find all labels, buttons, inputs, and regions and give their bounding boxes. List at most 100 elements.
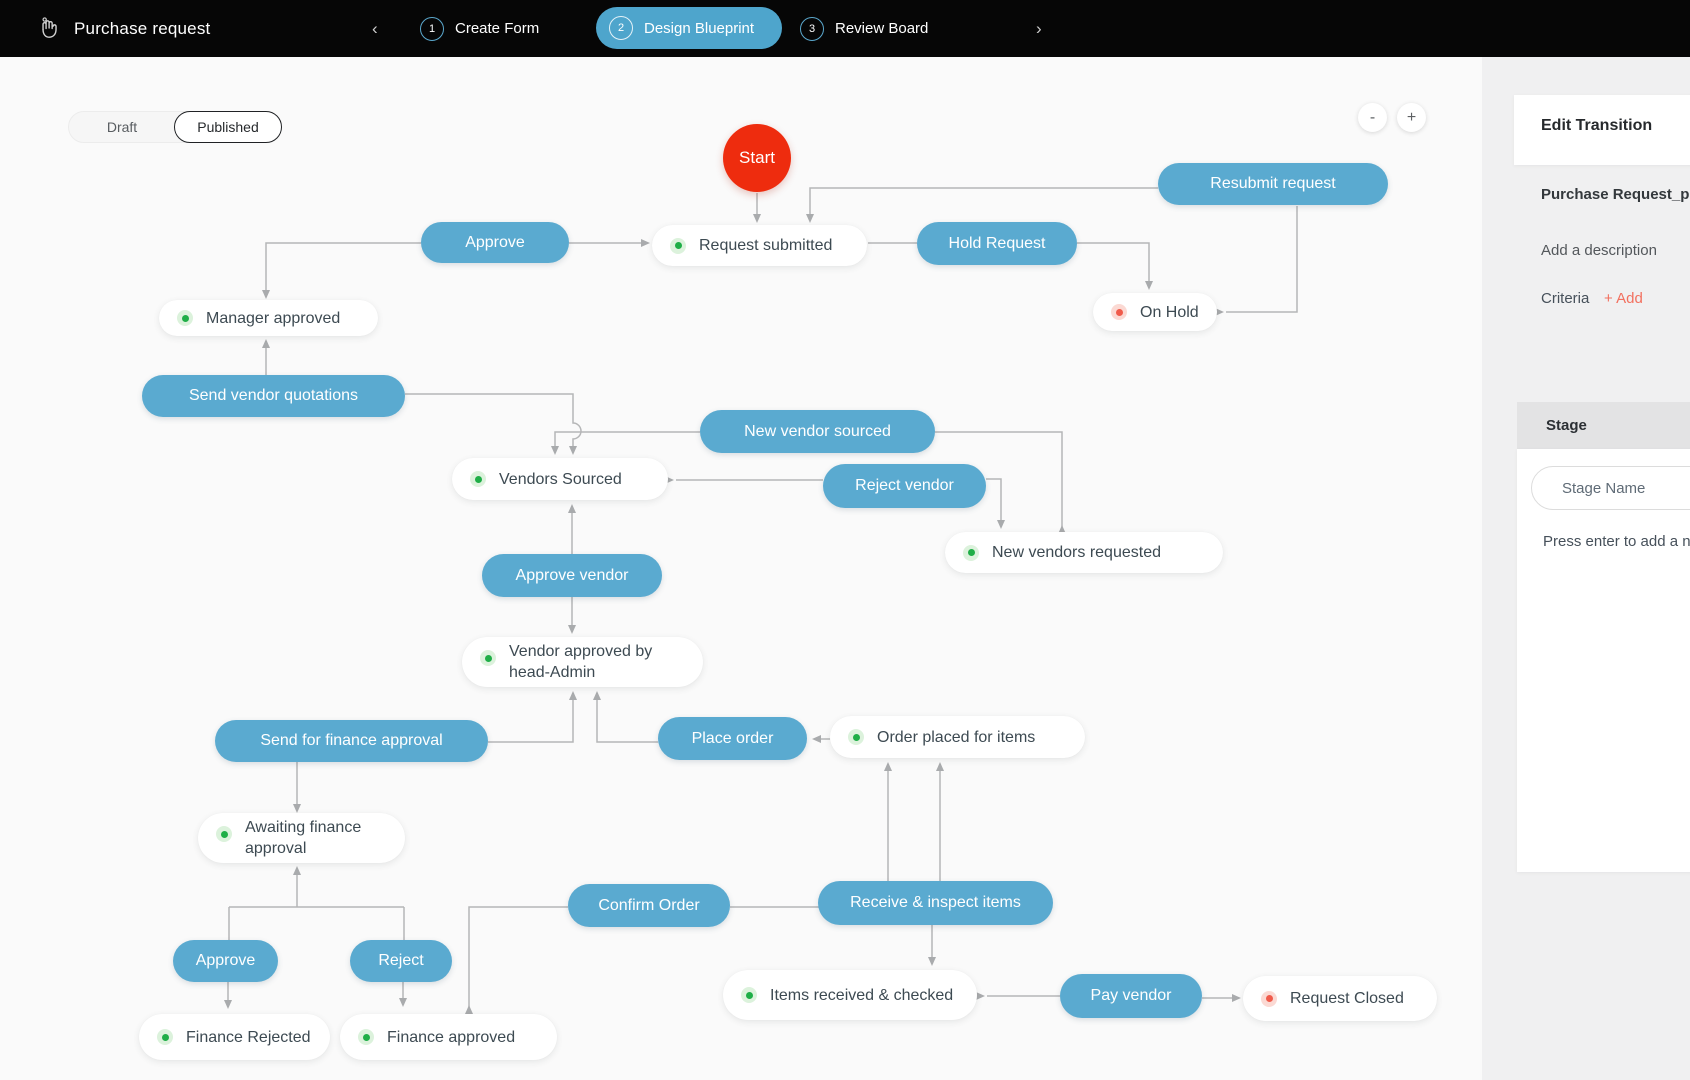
state-on-hold[interactable]: On Hold [1093, 293, 1217, 331]
transition-label: Place order [691, 729, 774, 747]
state-label: Order placed for items [877, 728, 1036, 746]
stage-hint-text: Press enter to add a n [1543, 533, 1690, 550]
step-2-label: Design Blueprint [644, 19, 755, 37]
state-label: Request submitted [699, 237, 833, 254]
transition-name[interactable]: Purchase Request_pr [1541, 186, 1690, 203]
state-order-placed-for-items[interactable]: Order placed for items [830, 716, 1085, 758]
toggle-published[interactable]: Published [174, 111, 282, 143]
transition-label: Approve vendor [515, 566, 629, 584]
state-label: Request Closed [1290, 990, 1404, 1007]
transition-reject-vendor[interactable]: Reject vendor [823, 464, 986, 508]
stage-name-input[interactable]: Stage Name [1531, 466, 1690, 510]
transition-approve-finance[interactable]: Approve [173, 940, 278, 982]
state-dot-red [1111, 304, 1127, 320]
draft-published-toggle: Draft Published [68, 111, 282, 143]
panel-header-card: Edit Transition [1514, 95, 1690, 165]
state-label: Vendors Sourced [499, 470, 622, 488]
start-node-label: Start [739, 148, 775, 167]
transition-confirm-order[interactable]: Confirm Order [568, 884, 730, 927]
transition-receive-inspect-items[interactable]: Receive & inspect items [818, 881, 1053, 925]
stage-card: Stage Name Press enter to add a n [1517, 449, 1690, 872]
state-vendors-sourced[interactable]: Vendors Sourced [452, 458, 668, 500]
step-create-form[interactable]: 1 Create Form [420, 0, 539, 57]
zoom-in-button[interactable]: + [1397, 103, 1426, 132]
transition-reject-finance[interactable]: Reject [350, 940, 452, 982]
toggle-draft-label: Draft [106, 119, 138, 135]
transition-label: Resubmit request [1210, 175, 1336, 192]
transition-new-vendor-sourced[interactable]: New vendor sourced [700, 410, 935, 453]
transition-label: Send for finance approval [260, 732, 443, 749]
panel-title: Edit Transition [1541, 117, 1653, 134]
state-dot-green [157, 1029, 173, 1045]
transition-label: Pay vendor [1090, 987, 1172, 1004]
transition-label: Approve [465, 233, 525, 251]
transition-label: Send vendor quotations [188, 387, 358, 404]
criteria-add-button[interactable]: + Add [1604, 290, 1643, 307]
criteria-label: Criteria [1541, 290, 1590, 307]
transition-place-order[interactable]: Place order [658, 717, 807, 760]
step-review-board[interactable]: 3 Review Board [800, 0, 928, 57]
state-request-closed[interactable]: Request Closed [1243, 976, 1437, 1021]
state-label: Finance Rejected [186, 1028, 311, 1046]
plus-icon: + [1406, 108, 1417, 126]
transition-label: New vendor sourced [744, 422, 891, 440]
state-finance-approved[interactable]: Finance approved [340, 1014, 557, 1060]
toggle-published-label: Published [197, 119, 259, 135]
state-dot-green [848, 729, 864, 745]
state-label: New vendors requested [992, 544, 1161, 561]
app-title: Purchase request [74, 18, 211, 38]
step-1-number: 1 [420, 16, 444, 41]
transition-hold-request[interactable]: Hold Request [917, 222, 1077, 265]
state-request-submitted[interactable]: Request submitted [652, 225, 867, 266]
zoom-out-button[interactable]: - [1358, 103, 1387, 132]
state-dot-green [177, 310, 193, 326]
transition-approve[interactable]: Approve [421, 222, 569, 263]
step-3-number: 3 [800, 16, 824, 41]
stage-section-label: Stage [1546, 417, 1587, 434]
app-logo-icon [42, 17, 57, 38]
transition-send-for-finance-approval[interactable]: Send for finance approval [215, 720, 488, 762]
state-dot-green [470, 471, 486, 487]
transition-pay-vendor[interactable]: Pay vendor [1060, 974, 1202, 1018]
edit-transition-panel: Edit Transition Purchase Request_pr Add … [1482, 57, 1690, 1080]
transition-label: Confirm Order [598, 896, 700, 914]
state-dot-red [1261, 990, 1277, 1007]
minus-icon: - [1369, 108, 1376, 126]
state-dot-green [670, 237, 686, 254]
description-field[interactable]: Add a description [1541, 242, 1657, 259]
steps-forward-chevron[interactable]: › [1036, 18, 1042, 38]
state-finance-rejected[interactable]: Finance Rejected [139, 1014, 330, 1060]
state-dot-green [216, 826, 232, 842]
transition-send-vendor-quotations[interactable]: Send vendor quotations [142, 375, 405, 417]
state-label: Finance approved [387, 1028, 516, 1046]
state-manager-approved[interactable]: Manager approved [159, 300, 378, 336]
transition-label: Hold Request [948, 234, 1046, 252]
steps-back-chevron[interactable]: ‹ [372, 18, 378, 38]
transition-label: Approve [195, 952, 256, 969]
state-label: Manager approved [206, 309, 341, 327]
step-2-number: 2 [609, 16, 633, 40]
state-dot-green [358, 1029, 374, 1045]
transition-label: Reject [378, 952, 424, 969]
state-new-vendors-requested[interactable]: New vendors requested [945, 532, 1223, 573]
toggle-draft[interactable]: Draft [69, 112, 175, 142]
state-items-received-checked[interactable]: Items received & checked [723, 970, 977, 1020]
transition-resubmit-request[interactable]: Resubmit request [1158, 163, 1388, 205]
state-dot-green [963, 544, 979, 561]
step-3-label: Review Board [835, 20, 929, 37]
state-dot-green [741, 987, 757, 1003]
app-header: Purchase request ‹ 1 Create Form 2 Desig… [0, 0, 1690, 57]
transition-label: Receive & inspect items [850, 894, 1021, 911]
start-node[interactable]: Start [723, 124, 791, 192]
state-dot-green [480, 650, 496, 666]
step-design-blueprint[interactable]: 2 Design Blueprint [596, 7, 782, 49]
stage-name-placeholder: Stage Name [1562, 479, 1646, 497]
state-label: On Hold [1140, 303, 1199, 321]
transition-approve-vendor[interactable]: Approve vendor [482, 554, 662, 597]
stage-section-header: Stage [1517, 402, 1690, 449]
state-label: Items received & checked [770, 986, 954, 1004]
